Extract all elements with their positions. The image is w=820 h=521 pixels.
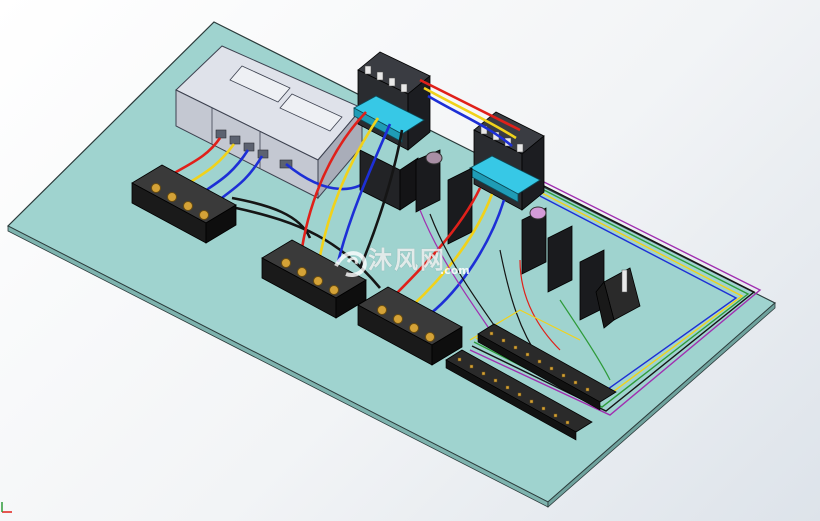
axis-triad-icon [1, 502, 12, 513]
contactor-2 [469, 111, 545, 211]
contactor-1-overload [359, 149, 419, 211]
terminal-strip-upper [477, 323, 617, 411]
terminal-block-middle [261, 239, 367, 319]
watermark-text: 沐风网 [368, 246, 446, 274]
terminal-strip-lower [445, 349, 593, 441]
watermark-logo [334, 251, 367, 277]
terminal-block-left [131, 164, 237, 244]
breaker-box [595, 267, 641, 329]
wires-contactors [300, 78, 521, 316]
terminal-block-right [357, 286, 463, 366]
watermark-domain: .com [440, 264, 470, 277]
